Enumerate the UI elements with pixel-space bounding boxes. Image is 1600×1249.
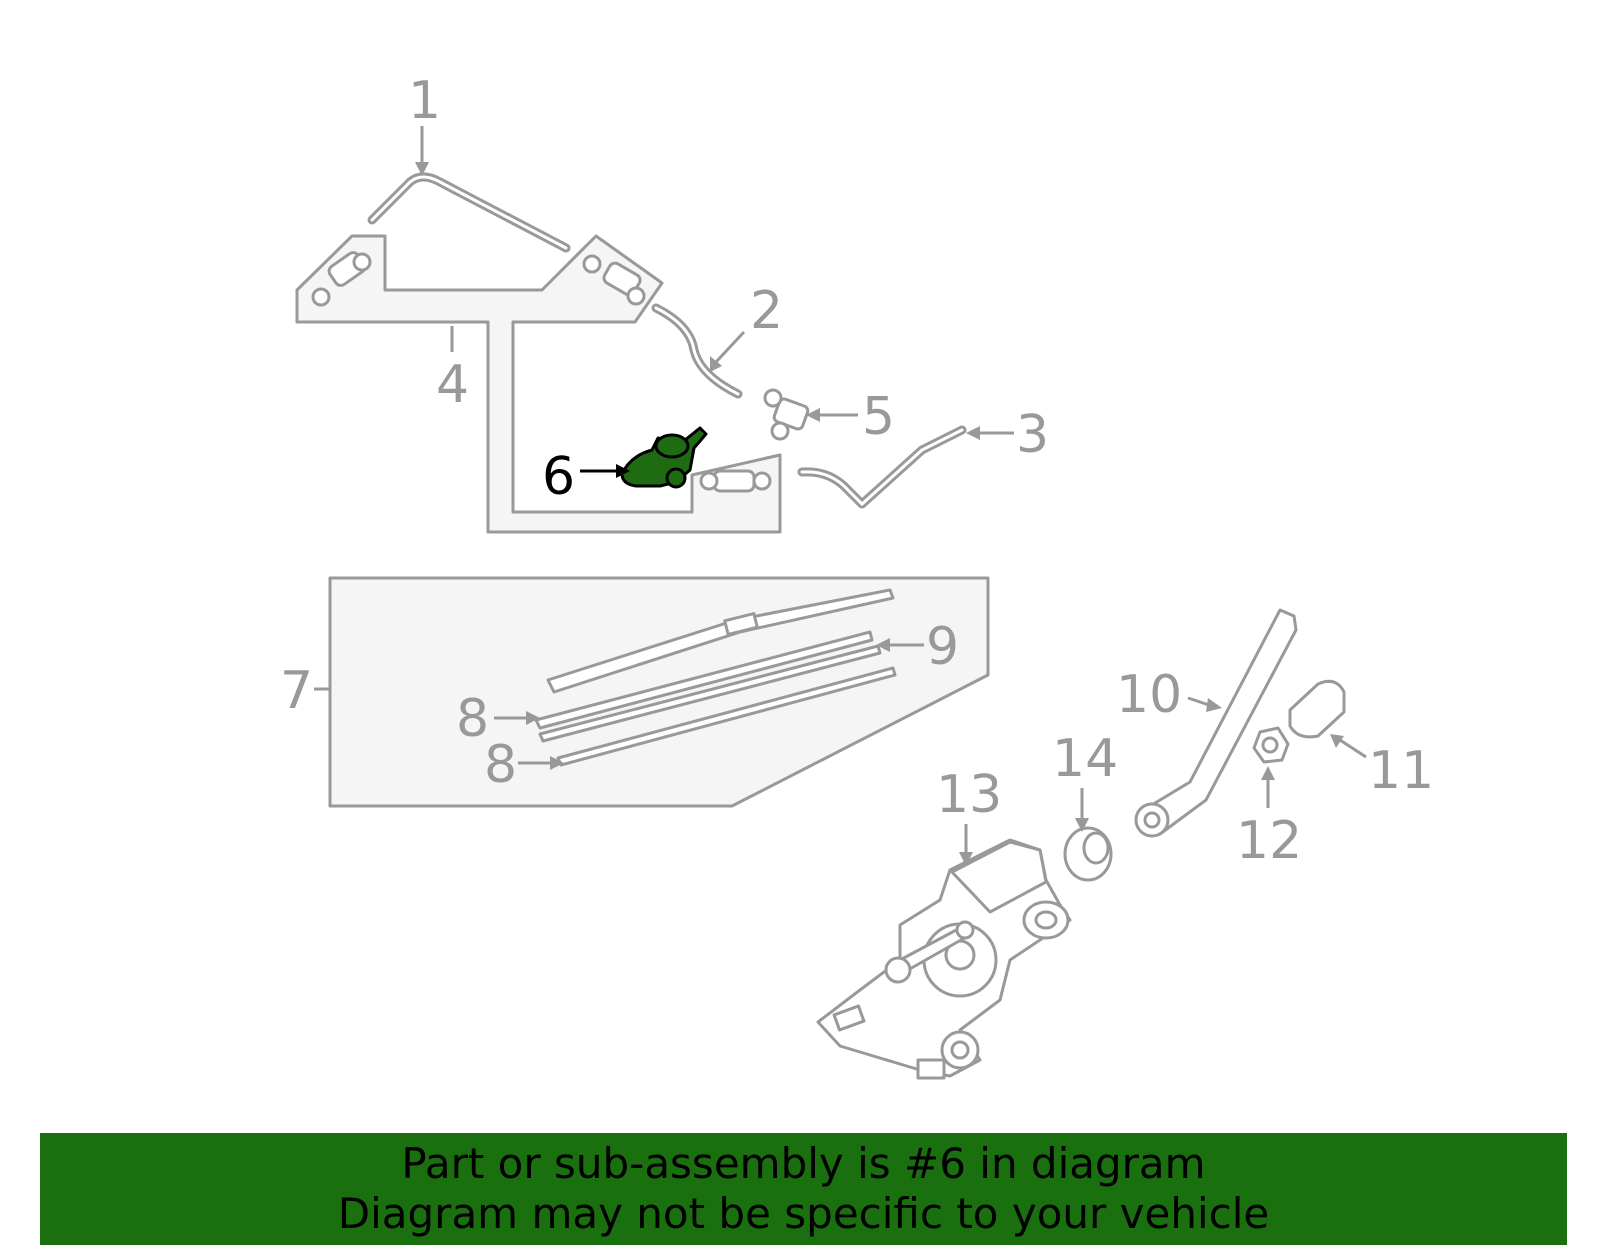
part-14-grommet	[1063, 826, 1113, 882]
connector-right	[582, 254, 646, 306]
part-10-wiper-arm	[1134, 608, 1298, 838]
callout-1[interactable]: 1	[408, 71, 441, 131]
callout-13[interactable]: 13	[936, 765, 1002, 825]
callout-6-highlighted[interactable]: 6	[542, 447, 575, 507]
part-6-check-valve	[620, 426, 708, 489]
info-banner: Part or sub-assembly is #6 in diagram Di…	[40, 1133, 1567, 1245]
part-1-hose-inner	[370, 175, 568, 250]
part-8-refill-upper	[538, 644, 882, 743]
callout-10[interactable]: 10	[1116, 665, 1182, 725]
callout-12[interactable]: 12	[1236, 811, 1302, 871]
callout-4[interactable]: 4	[436, 355, 469, 415]
callout-arrows	[314, 126, 1367, 866]
part-13-wiper-motor	[816, 838, 1072, 1080]
callout-14[interactable]: 14	[1052, 729, 1118, 789]
banner-line-2: Diagram may not be specific to your vehi…	[337, 1189, 1270, 1238]
callout-8-upper[interactable]: 8	[456, 689, 489, 749]
part-11-cap	[1288, 679, 1346, 739]
connector-bottom	[699, 469, 772, 493]
part-9-wiper-blade	[534, 588, 895, 730]
callout-3[interactable]: 3	[1016, 405, 1049, 465]
callout-11[interactable]: 11	[1368, 741, 1434, 801]
part-4-hose-panel	[295, 234, 782, 534]
callout-9[interactable]: 9	[926, 617, 959, 677]
part-12-nut	[1252, 726, 1290, 764]
part-5-joint	[763, 388, 810, 441]
callout-2[interactable]: 2	[750, 281, 783, 341]
callout-8-lower[interactable]: 8	[484, 735, 517, 795]
connector-left	[311, 251, 372, 307]
banner-line-1: Part or sub-assembly is #6 in diagram	[401, 1139, 1206, 1188]
callout-7[interactable]: 7	[280, 661, 313, 721]
callout-5[interactable]: 5	[862, 387, 895, 447]
part-1-hose	[367, 172, 571, 253]
